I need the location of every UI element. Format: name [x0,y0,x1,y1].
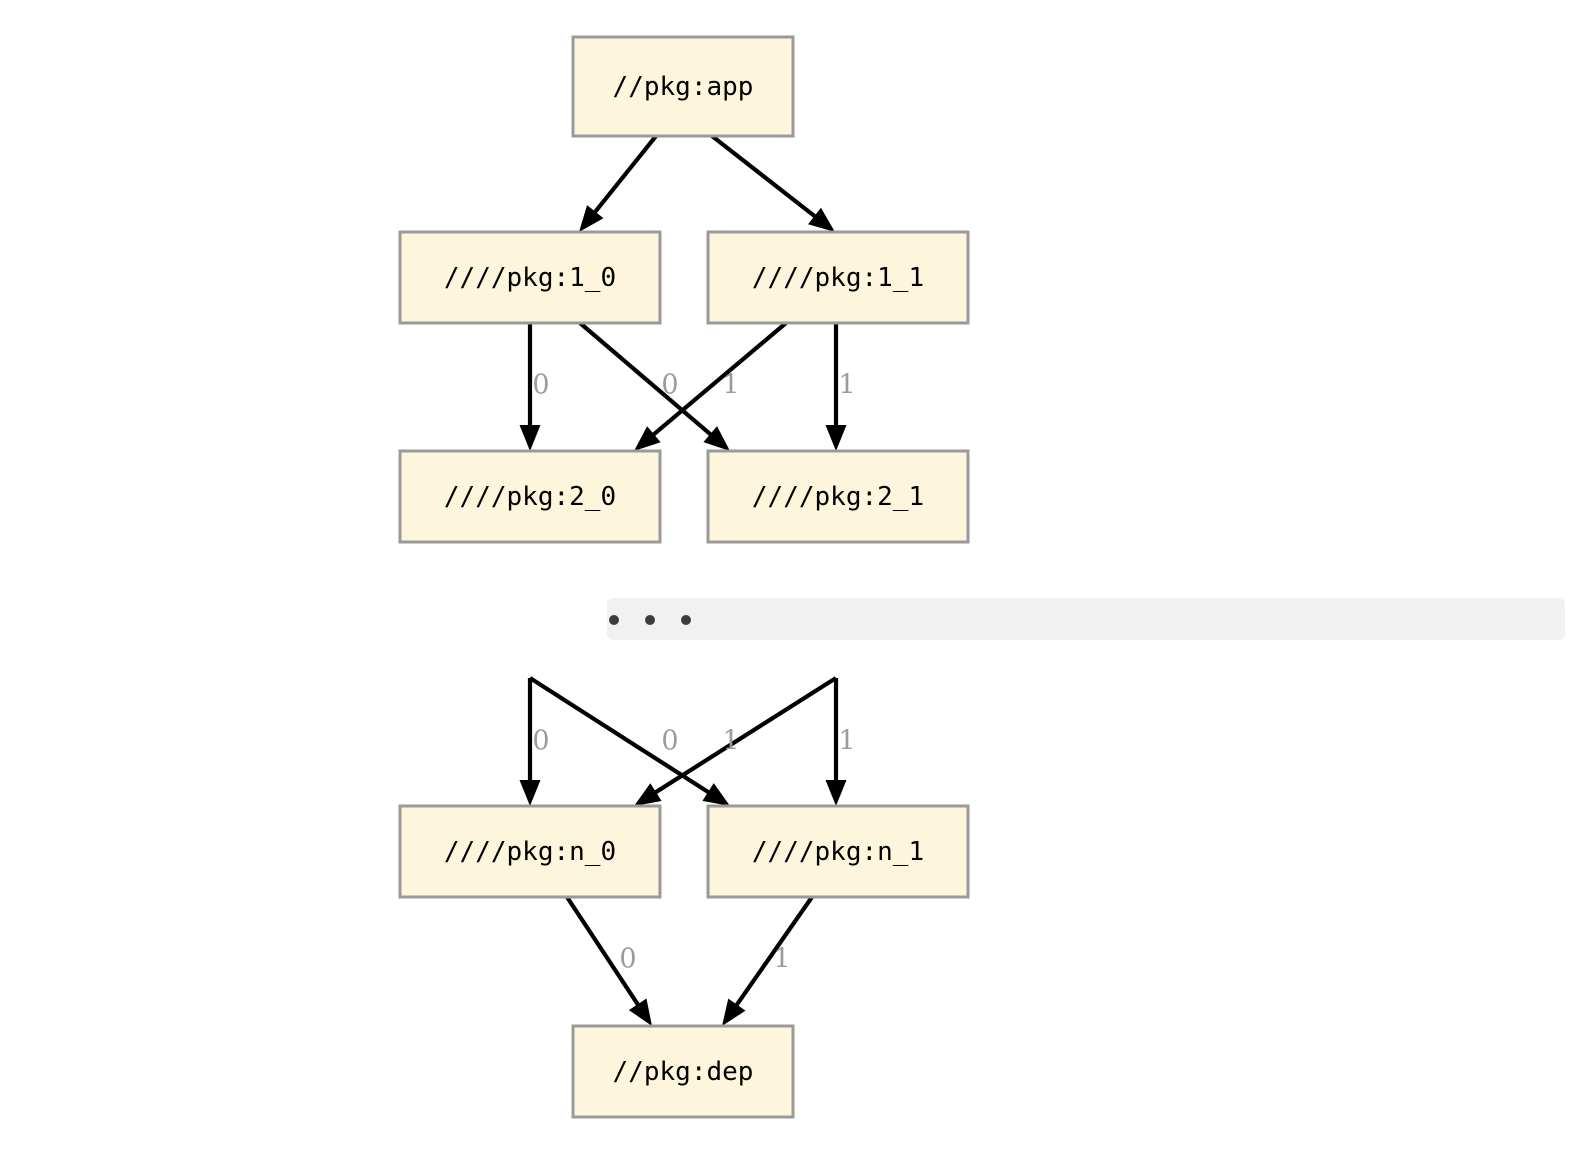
edge-arrowhead-icon [519,425,541,451]
edge-line [565,895,642,1008]
node-box[interactable] [398,804,662,899]
graph-edge: 1 [722,895,814,1026]
graph-node-n2_1[interactable]: ////pkg:2_1 [706,449,970,544]
node-box[interactable] [398,230,662,325]
edge-label: 0 [532,370,549,401]
edge-arrowhead-icon [808,207,835,232]
graph-edge: 1 [825,678,856,806]
edge-label: 1 [838,726,855,757]
edge-label: 1 [722,370,739,401]
edge-line [591,134,658,216]
graph-node-nn_1[interactable]: ////pkg:n_1 [706,804,970,899]
edge-line [710,134,819,220]
graph-edge: 1 [634,676,838,806]
edge-arrowhead-icon [519,780,541,806]
edge-line [652,676,838,796]
graph-edge: 0 [578,321,730,451]
truncation-band [607,598,1565,640]
edge-label: 1 [838,370,855,401]
graph-edge: 0 [519,678,550,806]
ellipsis-layer [607,598,1565,640]
edge-label: 1 [773,944,790,975]
ellipsis-dot-icon [645,615,655,625]
graph-edge [579,134,658,232]
graph-node-dep[interactable]: //pkg:dep [571,1024,795,1119]
graph-node-n1_1[interactable]: ////pkg:1_1 [706,230,970,325]
edge-arrowhead-icon [825,425,847,451]
node-label: ////pkg:2_1 [752,482,924,512]
graph-edge: 0 [528,676,730,806]
truncation-band-background [607,598,1565,640]
edge-label: 0 [661,370,678,401]
node-label: //pkg:dep [613,1057,754,1087]
edge-arrowhead-icon [628,998,652,1026]
ellipsis-dot-icon [609,615,619,625]
edge-arrowhead-icon [634,783,662,806]
node-box[interactable] [706,230,970,325]
edge-arrowhead-icon [825,780,847,806]
edge-label: 0 [661,726,678,757]
node-box[interactable] [398,449,662,544]
node-box[interactable] [571,35,795,138]
node-label: ////pkg:2_0 [444,482,616,512]
edge-line [650,321,788,438]
node-box[interactable] [571,1024,795,1119]
node-label: ////pkg:n_0 [444,837,616,867]
node-label: ////pkg:1_1 [752,263,924,293]
edge-arrowhead-icon [703,426,730,451]
edge-arrowhead-icon [634,426,661,451]
edge-label: 0 [619,944,636,975]
node-box[interactable] [706,449,970,544]
edge-arrowhead-icon [702,783,730,806]
graph-edge: 1 [825,323,856,451]
graph-edge: 0 [519,323,550,451]
graph-node-app[interactable]: //pkg:app [571,35,795,138]
node-box[interactable] [706,804,970,899]
edge-arrowhead-icon [722,998,746,1026]
ellipsis-dot-icon [681,615,691,625]
nodes-layer: //pkg:app ////pkg:1_0 ////pkg:1_1 ////pkg:2… [398,35,970,1119]
graph-edge: 1 [634,321,788,451]
edge-arrowhead-icon [579,205,604,232]
edges-layer: 0 0 1 1 0 0 1 1 0 1 [519,134,856,1026]
node-label: ////pkg:n_1 [752,837,924,867]
graph-edge [710,134,835,232]
graph-node-n1_0[interactable]: ////pkg:1_0 [398,230,662,325]
graph-node-nn_0[interactable]: ////pkg:n_0 [398,804,662,899]
node-label: //pkg:app [613,72,754,102]
edge-label: 0 [532,726,549,757]
edge-line [733,895,814,1009]
graph-node-n2_0[interactable]: ////pkg:2_0 [398,449,662,544]
edge-line [578,321,714,438]
edge-label: 1 [722,726,739,757]
node-label: ////pkg:1_0 [444,263,616,293]
graph-edge: 0 [565,895,652,1026]
